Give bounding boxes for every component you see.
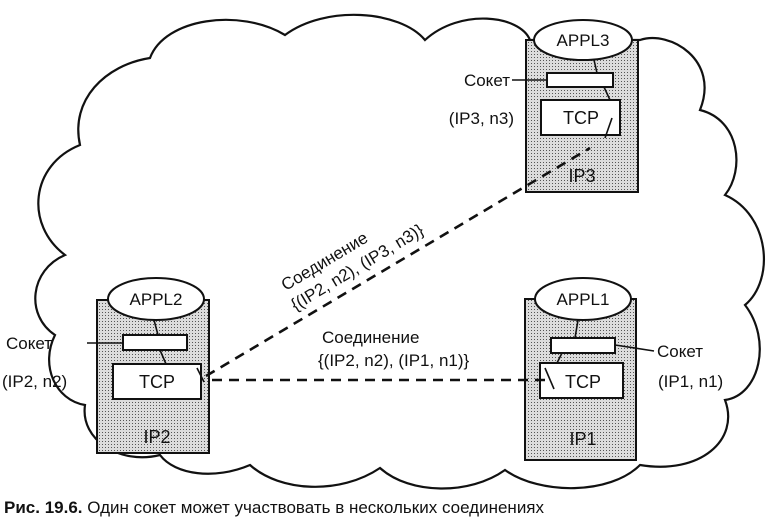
figure-number: Рис. 19.6. bbox=[4, 498, 83, 517]
figure-caption-text: Один сокет может участвовать в нескольки… bbox=[87, 498, 545, 517]
figure-caption: Рис. 19.6. Один сокет может участвовать … bbox=[4, 498, 774, 518]
ip-label-ip3: IP3 bbox=[568, 166, 595, 186]
ip-label-ip1: IP1 bbox=[569, 429, 596, 449]
socket-addr-ip2: (IP2, n2) bbox=[2, 372, 67, 391]
app-ellipse-appl3 bbox=[533, 19, 633, 61]
socket-ip2 bbox=[122, 334, 188, 351]
tcp-box-ip1 bbox=[539, 362, 624, 399]
app-socket-link-ip3 bbox=[593, 59, 598, 74]
socket-addr-ip1: (IP1, n1) bbox=[658, 372, 723, 391]
app-ellipse-appl1 bbox=[534, 277, 632, 321]
socket-tcp-link-ip2 bbox=[159, 349, 167, 365]
tcp-box-ip3 bbox=[540, 99, 621, 136]
socket-pointer-ip1 bbox=[614, 344, 655, 352]
host-ip3: TCP APPL3 IP3 Сокет (IP3, n3) bbox=[449, 19, 639, 193]
tcp-label-ip3: TCP bbox=[563, 108, 599, 128]
ip-label-ip2: IP2 bbox=[143, 427, 170, 447]
app-ellipse-appl2 bbox=[107, 277, 205, 321]
socket-tcp-link-ip1 bbox=[556, 352, 563, 364]
socket-ip1 bbox=[550, 337, 616, 354]
app-socket-link-ip1 bbox=[574, 319, 579, 339]
app-label-appl2: APPL2 bbox=[130, 290, 183, 309]
tcp-box-ip2 bbox=[112, 363, 202, 400]
app-socket-link-ip2 bbox=[153, 319, 159, 336]
host-ip2: TCP APPL2 IP2 Сокет (IP2, n2) bbox=[2, 277, 210, 454]
socket-tcp-link-ip3 bbox=[603, 86, 611, 101]
socket-label-ip2: Сокет bbox=[6, 334, 52, 353]
connection-ip2-ip1-title: Соединение bbox=[322, 328, 419, 347]
connection-ip2-ip1-pair: {(IP2, n2), (IP1, n1)} bbox=[318, 351, 470, 370]
socket-label-ip3: Сокет bbox=[464, 71, 510, 90]
connection-ip2-ip1-label: Соединение {(IP2, n2), (IP1, n1)} bbox=[318, 328, 470, 370]
tcp-exit-ip2 bbox=[196, 367, 205, 383]
tcp-entry-ip1 bbox=[544, 367, 555, 390]
app-label-appl1: APPL1 bbox=[557, 290, 610, 309]
connection-ip2-ip3-line bbox=[205, 146, 591, 378]
app-label-appl3: APPL3 bbox=[557, 31, 610, 50]
socket-label-ip1: Сокет bbox=[657, 342, 703, 361]
tcp-exit-ip3 bbox=[604, 117, 613, 139]
tcp-label-ip2: TCP bbox=[139, 372, 175, 392]
tcp-label-ip1: TCP bbox=[565, 372, 601, 392]
socket-addr-ip3: (IP3, n3) bbox=[449, 109, 514, 128]
socket-ip3 bbox=[546, 72, 614, 88]
